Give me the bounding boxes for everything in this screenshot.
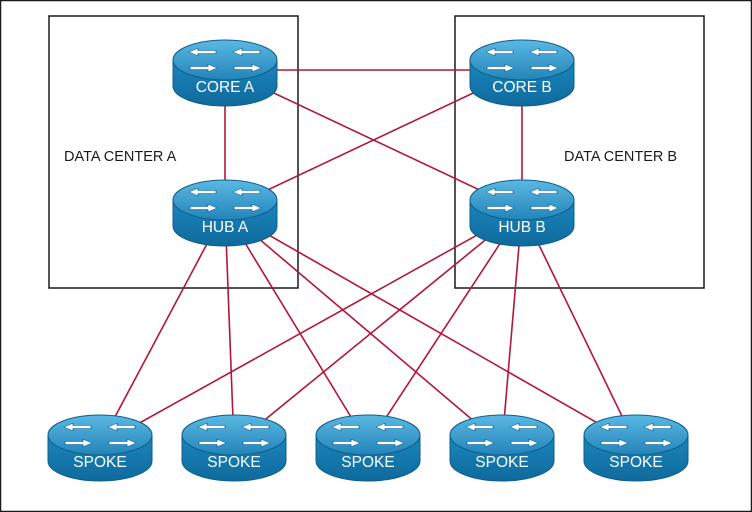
router-label: SPOKE (475, 454, 528, 471)
router-arrow-glyph (232, 187, 261, 197)
router-hub-b[interactable]: HUB B (469, 179, 575, 247)
router-top (47, 414, 153, 456)
router-top (181, 414, 287, 456)
router-spoke-5[interactable]: SPOKE (583, 414, 689, 482)
router-arrow-glyph (510, 438, 539, 448)
router-arrow-glyph (643, 422, 672, 432)
router-label: SPOKE (341, 454, 394, 471)
router-arrow-glyph (530, 203, 559, 213)
router-arrow-glyph (107, 422, 136, 432)
router-arrow-glyph (529, 47, 558, 57)
link-hub-a-spoke-4 (224, 209, 503, 446)
router-icon (197, 422, 271, 448)
router-spoke-4[interactable]: SPOKE (449, 414, 555, 482)
link-hub-a-spoke-5 (224, 209, 637, 446)
router-arrow-glyph (108, 438, 137, 448)
router-arrow-glyph (331, 422, 360, 432)
routers-layer: CORE A CORE B HUB A HUB B SPOKE SPOKE SPOKE SPO… (47, 39, 689, 482)
router-top (469, 179, 575, 221)
router-core-a[interactable]: CORE A (172, 39, 278, 107)
router-arrow-glyph (465, 422, 494, 432)
router-arrow-glyph (375, 422, 404, 432)
router-arrow-glyph (509, 422, 538, 432)
router-arrow-glyph (197, 422, 226, 432)
data-center-a-label: DATA CENTER A (64, 149, 177, 165)
router-arrow-glyph (644, 438, 673, 448)
router-arrow-glyph (486, 203, 515, 213)
router-label: HUB B (498, 219, 545, 236)
data-center-layer: DATA CENTER A DATA CENTER B (48, 15, 705, 289)
router-arrow-glyph (332, 438, 361, 448)
router-arrow-glyph (232, 47, 261, 57)
router-arrow-glyph (485, 47, 514, 57)
router-arrow-glyph (189, 63, 218, 73)
router-icon (485, 187, 559, 213)
router-hub-a[interactable]: HUB A (172, 179, 278, 247)
router-icon (188, 47, 262, 73)
router-label: SPOKE (609, 454, 662, 471)
router-core-b[interactable]: CORE B (469, 39, 575, 107)
link-hub-b-spoke-1 (99, 209, 523, 446)
router-icon (331, 422, 405, 448)
router-arrow-glyph (198, 438, 227, 448)
router-top (583, 414, 689, 456)
links-layer (99, 69, 637, 446)
data-center-a-box (48, 15, 299, 289)
link-hub-a-spoke-3 (224, 209, 369, 446)
router-arrow-glyph (376, 438, 405, 448)
router-arrow-glyph (188, 47, 217, 57)
router-icon (63, 422, 137, 448)
link-core-b-hub-a (224, 69, 523, 211)
data-center-b-label: DATA CENTER B (564, 149, 677, 165)
link-hub-b-spoke-2 (233, 209, 523, 446)
router-arrow-glyph (530, 63, 559, 73)
router-arrow-glyph (241, 422, 270, 432)
router-top (449, 414, 555, 456)
router-icon (188, 187, 262, 213)
router-top (469, 39, 575, 81)
router-arrow-glyph (529, 187, 558, 197)
router-arrow-glyph (64, 438, 93, 448)
router-label: SPOKE (73, 454, 126, 471)
router-spoke-3[interactable]: SPOKE (315, 414, 421, 482)
router-arrow-glyph (188, 187, 217, 197)
link-hub-a-spoke-2 (224, 209, 235, 446)
data-center-b-box (454, 15, 705, 289)
router-top (172, 179, 278, 221)
router-label: SPOKE (207, 454, 260, 471)
router-arrow-glyph (466, 438, 495, 448)
router-arrow-glyph (599, 422, 628, 432)
router-arrow-glyph (485, 187, 514, 197)
router-icon (599, 422, 673, 448)
link-hub-b-spoke-3 (367, 209, 523, 446)
router-top (315, 414, 421, 456)
link-hub-b-spoke-5 (521, 209, 637, 446)
router-arrow-glyph (233, 63, 262, 73)
link-hub-b-spoke-4 (501, 209, 523, 446)
router-arrow-glyph (233, 203, 262, 213)
router-spoke-2[interactable]: SPOKE (181, 414, 287, 482)
router-label: HUB A (202, 219, 249, 236)
link-hub-a-spoke-1 (99, 209, 226, 446)
router-label: CORE B (492, 79, 551, 96)
router-arrow-glyph (486, 63, 515, 73)
router-spoke-1[interactable]: SPOKE (47, 414, 153, 482)
router-arrow-glyph (189, 203, 218, 213)
router-arrow-glyph (63, 422, 92, 432)
router-top (172, 39, 278, 81)
router-icon (465, 422, 539, 448)
router-arrow-glyph (242, 438, 271, 448)
router-label: CORE A (196, 79, 255, 96)
router-arrow-glyph (600, 438, 629, 448)
router-icon (485, 47, 559, 73)
